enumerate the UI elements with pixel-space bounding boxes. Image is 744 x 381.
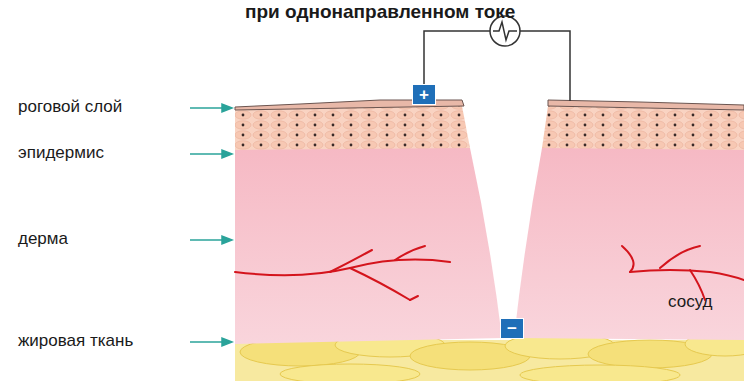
electrode: −: [500, 318, 524, 339]
layer-label: сосуд: [668, 293, 713, 312]
dermis-left: [235, 148, 502, 344]
leader-arrows: [190, 104, 232, 346]
layer-label: дерма: [18, 230, 68, 249]
diagram-title: при однонаправленном токе: [245, 2, 515, 23]
electrode-sign: −: [507, 320, 517, 337]
layer-label: роговой слой: [18, 98, 122, 117]
blood-vessels: [235, 246, 744, 300]
layer-label: эпидермис: [18, 144, 104, 163]
electrode-sign: +: [419, 86, 429, 103]
epidermis-left: [235, 106, 470, 150]
electrode: +: [412, 84, 436, 105]
epidermis-right: [542, 106, 744, 150]
stratum-corneum-right: [548, 100, 744, 110]
layer-label: жировая ткань: [18, 332, 133, 351]
dermis-right: [514, 148, 744, 340]
